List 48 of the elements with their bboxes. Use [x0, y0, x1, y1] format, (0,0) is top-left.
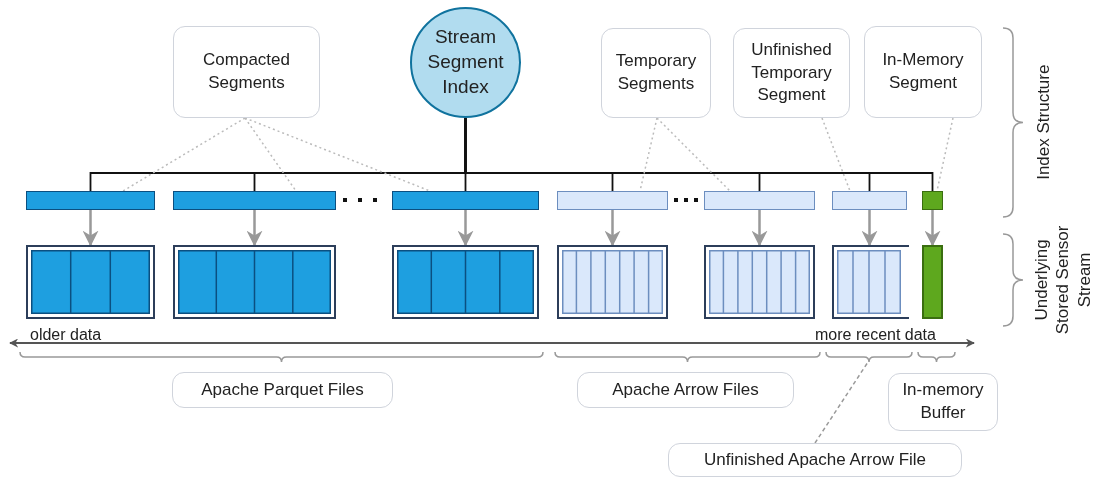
callout-text: Apache Arrow Files: [612, 378, 759, 401]
leader-line: [244, 117, 297, 192]
file-block: [832, 245, 909, 319]
axis-label: Underlying Stored Sensor Stream: [1030, 224, 1094, 337]
file-block: [26, 245, 155, 319]
segment-bar: [704, 191, 815, 210]
segment-bar: [832, 191, 907, 210]
callout-box: [668, 443, 962, 477]
callout-box: [172, 372, 393, 408]
callout-box: [733, 28, 850, 118]
timeline-label: older data: [30, 325, 102, 345]
segment-bar: [922, 191, 943, 210]
callout-text: Unfinished Temporary Segment: [750, 38, 833, 107]
segment-bar: [557, 191, 668, 210]
segment-bar: [173, 191, 336, 210]
leader-line: [821, 117, 851, 192]
arrow: [82, 210, 99, 247]
leader-line: [814, 361, 869, 444]
callout-text: Unfinished Apache Arrow File: [703, 448, 927, 471]
callout-box: [577, 372, 794, 408]
callout-text: Compacted Segments: [202, 49, 291, 94]
callout-text: Temporary Segments: [614, 50, 698, 95]
callout-box: [888, 373, 998, 431]
buffer-block: [922, 245, 943, 319]
leader-line: [244, 117, 431, 192]
arrow: [924, 210, 941, 247]
callout-text: Apache Parquet Files: [201, 378, 364, 401]
callout-box: [601, 28, 711, 118]
arrow: [457, 210, 474, 247]
arrow: [604, 210, 621, 247]
leader-line: [656, 117, 731, 192]
index-title: Stream Segment Index: [426, 25, 505, 99]
file-block: [557, 245, 668, 319]
segment-bar: [26, 191, 155, 210]
file-block: [392, 245, 539, 319]
callout-text: In-memory Buffer: [901, 379, 985, 424]
leader-line: [122, 117, 246, 192]
callout-box: [173, 26, 320, 118]
segment-bar: [392, 191, 539, 210]
axis-label: Index Structure: [1034, 64, 1055, 180]
file-block: [173, 245, 336, 319]
callout-text: In-Memory Segment: [881, 49, 965, 94]
file-block: [704, 245, 815, 319]
arrow: [751, 210, 768, 247]
arrow: [246, 210, 263, 247]
arrow: [861, 210, 878, 247]
callout-box: [864, 26, 982, 118]
timeline-label: more recent data: [815, 325, 936, 345]
